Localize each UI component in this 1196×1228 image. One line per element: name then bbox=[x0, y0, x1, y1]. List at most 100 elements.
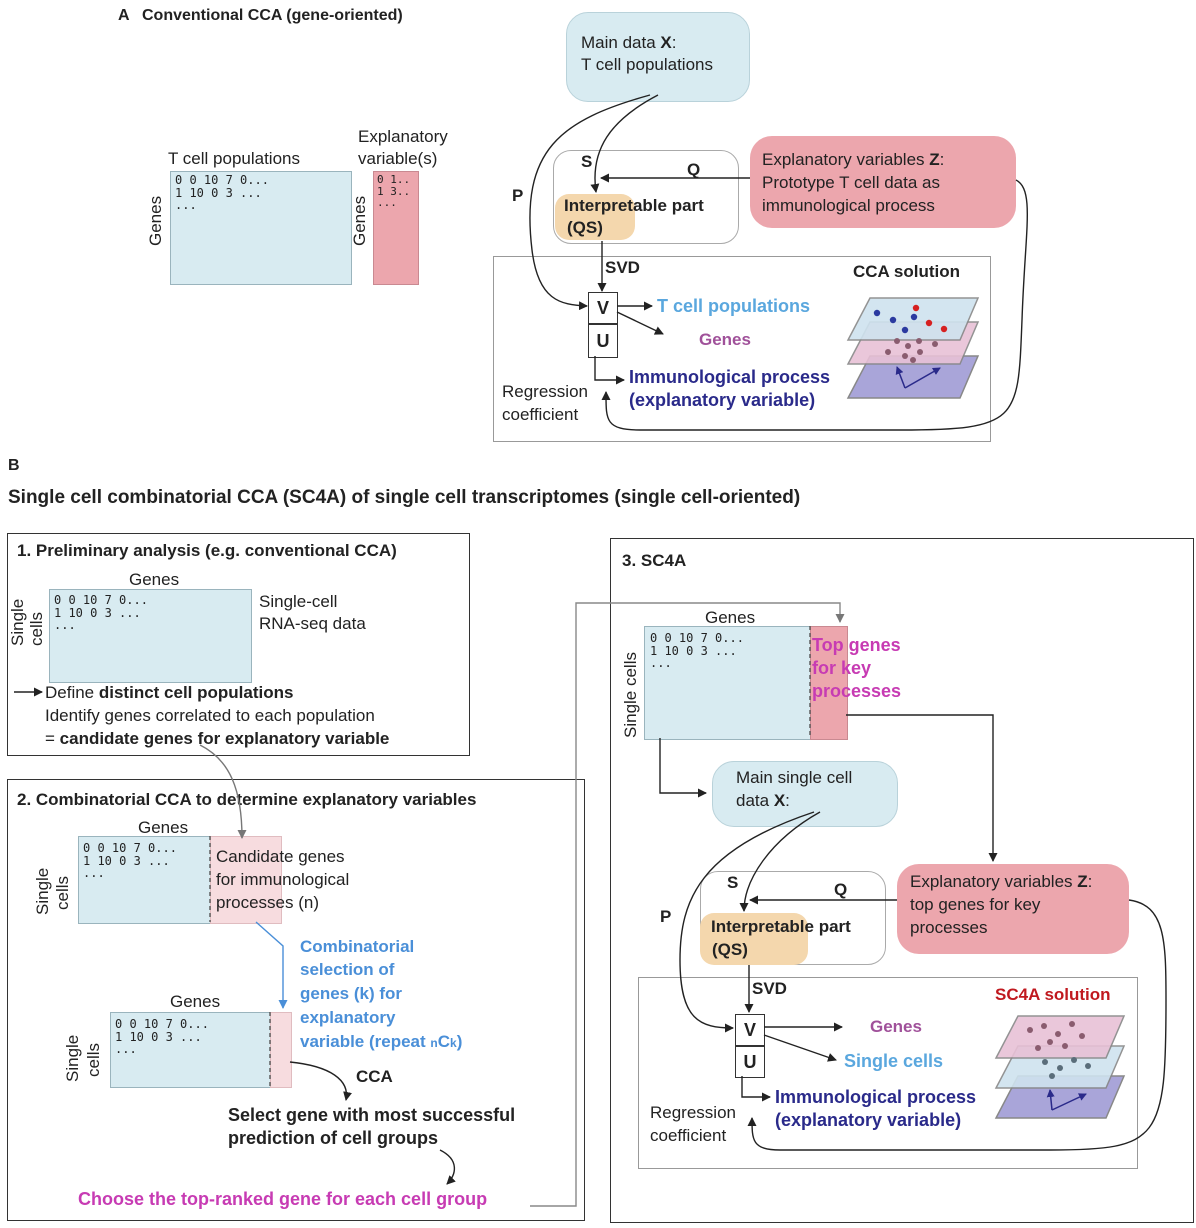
step2-candidate-line2: for immunological bbox=[216, 870, 350, 889]
main-to-interpretable-arrow bbox=[739, 811, 821, 912]
step2-matrix-values: 0 0 10 7 0... 1 10 0 3 ... ... bbox=[83, 841, 177, 881]
step2-candidate-block bbox=[210, 836, 282, 924]
main-single-cell-line2: data X: bbox=[736, 791, 790, 810]
expl-vars-z-line1: Explanatory variables Z: bbox=[762, 150, 945, 169]
out-immuno-b-line2: (explanatory variable) bbox=[775, 1110, 962, 1130]
step1-define-line: Define distinct cell populations bbox=[45, 683, 294, 702]
sc4a-solution-box bbox=[638, 977, 1138, 1169]
comb-line2: selection of bbox=[300, 960, 395, 979]
step2-box bbox=[7, 779, 585, 1221]
expl-vars-z-line3: immunological process bbox=[762, 196, 935, 215]
s-box bbox=[553, 150, 739, 244]
step1-identify-line: Identify genes correlated to each popula… bbox=[45, 706, 375, 725]
gray-points bbox=[885, 338, 938, 363]
expl-vars-z-box bbox=[750, 136, 1016, 228]
step1-matrix bbox=[49, 589, 252, 683]
plane-b-top bbox=[994, 1015, 1126, 1059]
p-curve-b bbox=[679, 811, 815, 1033]
out-tcell-populations: T cell populations bbox=[657, 296, 811, 316]
expl-vars-z-b-line1: Explanatory variables Z: bbox=[910, 872, 1093, 891]
sc4a-solution-title: SC4A solution bbox=[995, 985, 1111, 1004]
step2-matrix-2-values: 0 0 10 7 0... 1 10 0 3 ... ... bbox=[115, 1017, 209, 1057]
expl-matrix-label-2: variable(s) bbox=[358, 149, 438, 168]
p-label-b: P bbox=[660, 907, 672, 926]
expl-vars-z-b-line2: top genes for key bbox=[910, 895, 1041, 914]
v-matrix: V bbox=[588, 292, 618, 324]
out-genes: Genes bbox=[699, 330, 751, 349]
step3-title: 3. SC4A bbox=[622, 551, 687, 570]
main-data-x-line1: Main data X: bbox=[581, 33, 677, 52]
top-genes-line2: for key bbox=[812, 658, 872, 678]
interpretable-part-line1: Interpretable part bbox=[564, 196, 704, 215]
regression-b-line2: coefficient bbox=[650, 1126, 727, 1145]
expl-vars-z-box-b bbox=[897, 864, 1129, 954]
q-label-b: Q bbox=[834, 880, 848, 899]
top-genes-to-z-arrow bbox=[846, 714, 998, 862]
u-to-immuno-arrow-b bbox=[741, 1076, 771, 1102]
u-matrix: U bbox=[588, 324, 618, 358]
tcell-matrix-values: 0 0 10 7 0... 1 10 0 3 ... ... bbox=[175, 173, 269, 213]
v-matrix-b: V bbox=[735, 1014, 765, 1046]
x-to-interpretable-arrow bbox=[590, 94, 659, 193]
vector-b1 bbox=[1046, 1089, 1055, 1111]
select-line2: prediction of cell groups bbox=[228, 1128, 439, 1148]
choose-to-top-genes-connector bbox=[530, 602, 845, 1207]
top-genes-line3: processes bbox=[812, 681, 902, 701]
interpretable-part-line2: (QS) bbox=[567, 218, 603, 237]
cca-solution-planes bbox=[846, 297, 980, 399]
step3-box bbox=[610, 538, 1194, 1223]
step3-matrix bbox=[644, 626, 812, 740]
step2-genes-label-2: Genes bbox=[170, 992, 221, 1011]
s-label: S bbox=[581, 152, 593, 171]
tcell-matrix-label: T cell populations bbox=[168, 149, 300, 168]
step1-genes-label: Genes bbox=[129, 570, 180, 589]
sc4a-points-top bbox=[1027, 1021, 1085, 1051]
z-feedback-loop bbox=[601, 179, 1029, 431]
step3-matrix-values: 0 0 10 7 0... 1 10 0 3 ... ... bbox=[650, 631, 744, 671]
tcell-matrix bbox=[170, 171, 352, 285]
step1-data-line1: Single-cell bbox=[259, 592, 338, 611]
v-to-single-cells-arrow-b bbox=[763, 1034, 837, 1062]
step1-box bbox=[7, 533, 470, 756]
step2-genes-label: Genes bbox=[138, 818, 189, 837]
step2-cca-label: CCA bbox=[356, 1067, 393, 1086]
top-genes-line1: Top genes bbox=[812, 635, 901, 655]
expl-matrix-values: 0 1.. 1 3.. ... bbox=[377, 173, 411, 210]
out-immuno-line1: Immunological process bbox=[629, 367, 831, 387]
combinatorial-arrow bbox=[255, 921, 288, 1009]
comb-line1: Combinatorial bbox=[300, 937, 415, 956]
select-line1: Select gene with most successful bbox=[228, 1105, 516, 1125]
step2-candidate-line1: Candidate genes bbox=[216, 847, 345, 866]
step1-to-step2-arrow bbox=[199, 744, 247, 839]
regression-b-line1: Regression bbox=[650, 1103, 736, 1122]
p-label: P bbox=[512, 186, 524, 205]
comb-line5: variable (repeat nCk) bbox=[300, 1032, 463, 1051]
matrix-to-main-arrow bbox=[659, 738, 707, 798]
comb-line4: explanatory bbox=[300, 1008, 396, 1027]
p-curve bbox=[529, 94, 651, 311]
step2-matrix-2 bbox=[110, 1012, 272, 1088]
vector-b2 bbox=[1051, 1093, 1087, 1111]
step1-data-line2: RNA-seq data bbox=[259, 614, 366, 633]
comb-line3: genes (k) for bbox=[300, 984, 403, 1003]
step1-title: 1. Preliminary analysis (e.g. convention… bbox=[17, 541, 397, 560]
step1-matrix-values: 0 0 10 7 0... 1 10 0 3 ... ... bbox=[54, 593, 148, 633]
panel-a-title: Conventional CCA (gene-oriented) bbox=[142, 7, 403, 24]
cca-solution-box bbox=[493, 256, 991, 442]
step3-arrows bbox=[659, 714, 1167, 1151]
select-to-choose-arrow bbox=[439, 1149, 456, 1185]
expl-matrix-label-1: Explanatory bbox=[358, 127, 448, 146]
main-single-cell-box bbox=[712, 761, 898, 827]
sc4a-points-mid bbox=[1042, 1057, 1091, 1079]
v-to-genes-arrow bbox=[616, 311, 664, 335]
regression-line2: coefficient bbox=[502, 405, 579, 424]
vector-a2 bbox=[904, 367, 941, 389]
cca-solution-title: CCA solution bbox=[853, 262, 961, 281]
panel-a-arrows bbox=[529, 94, 1029, 431]
step2-candidate-line3: processes (n) bbox=[216, 893, 319, 912]
blue-points bbox=[873, 309, 918, 334]
panel-b-heading: Single cell combinatorial CCA (SC4A) of … bbox=[8, 487, 801, 508]
interpretable-part-box bbox=[555, 194, 635, 240]
interpretable-part-box-b bbox=[700, 913, 808, 965]
